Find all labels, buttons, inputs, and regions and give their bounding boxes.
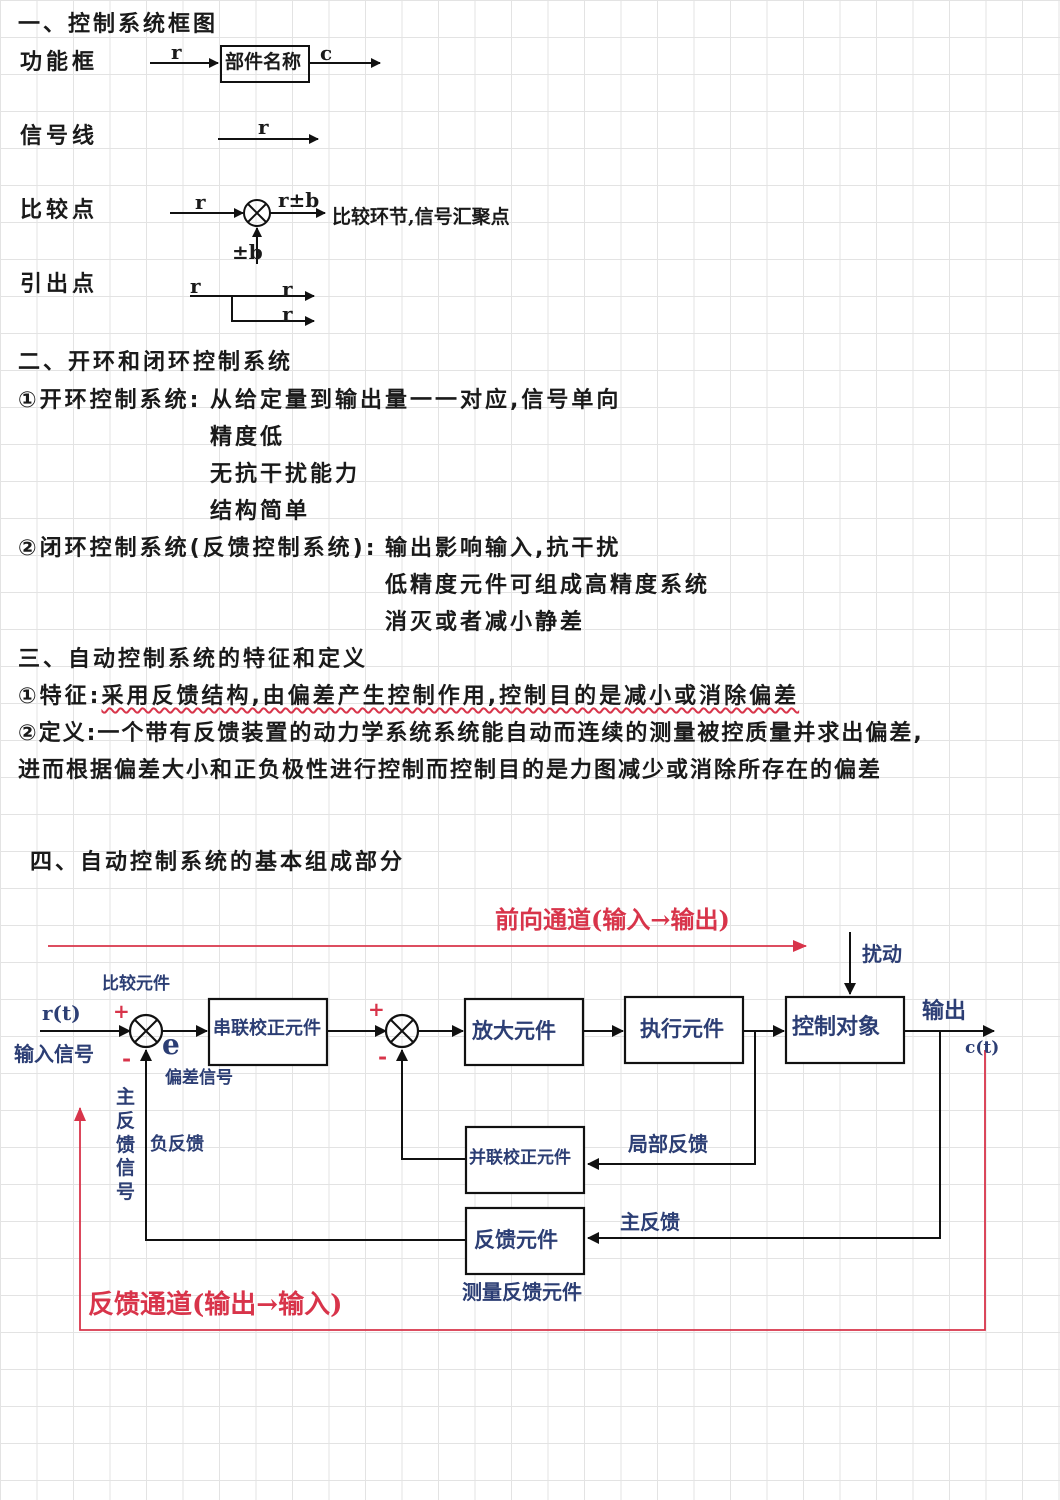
tp-branch-arrow xyxy=(231,296,315,326)
cp-output-symbol: r±b xyxy=(278,188,320,212)
section4-heading: 四、自动控制系统的基本组成部分 xyxy=(30,850,406,875)
closed-loop-point-1: 输出影响输入,抗干扰 xyxy=(385,536,622,561)
definition-line-1: ②定义:一个带有反馈装置的动力学系统系统能自动而连续的测量被控质量并求出偏差, xyxy=(18,721,924,746)
feedback-channel-arrow xyxy=(74,1050,986,1331)
fb-input-symbol: r xyxy=(171,40,182,64)
error-label: 偏差信号 xyxy=(165,1068,233,1088)
minus-sign-1: - xyxy=(122,1046,132,1072)
feedback-channel-label: 反馈通道(输出→输入) xyxy=(88,1290,343,1320)
takeoff-point-label: 引出点 xyxy=(20,272,99,297)
section2-heading: 二、开环和闭环控制系统 xyxy=(18,350,294,375)
amplifier-box xyxy=(463,997,585,1067)
local-feedback-return xyxy=(396,1049,466,1160)
main-feedback-return xyxy=(140,1049,466,1241)
definition-line-2: 进而根据偏差大小和正负极性进行控制而控制目的是力图减少或消除所存在的偏差 xyxy=(18,758,883,783)
open-loop-point-4: 结构简单 xyxy=(210,499,311,524)
input-signal: r(t) xyxy=(42,1001,81,1025)
negative-feedback-label: 负反馈 xyxy=(150,1134,204,1155)
disturbance-label: 扰动 xyxy=(862,942,902,966)
main-feedback-line xyxy=(587,1031,941,1244)
main-feedback-signal-label: 主反馈信号 xyxy=(116,1086,136,1203)
actuator-text: 执行元件 xyxy=(640,1016,724,1041)
output-label: 输出 xyxy=(922,998,967,1024)
fb-box-text: 部件名称 xyxy=(225,51,302,73)
forward-channel-label: 前向通道(输入→输出) xyxy=(495,905,730,934)
section1-symbols xyxy=(150,45,381,326)
tp-out1-symbol: r xyxy=(282,277,293,301)
closed-loop-point-2: 低精度元件可组成高精度系统 xyxy=(385,573,711,598)
local-feedback-line xyxy=(587,1031,756,1170)
open-loop-point-2: 精度低 xyxy=(210,425,286,450)
measuring-feedback-label: 测量反馈元件 xyxy=(462,1280,582,1304)
error-symbol: e xyxy=(162,1028,180,1061)
cp-feedback-symbol: ±b xyxy=(232,240,263,264)
tp-out2-symbol: r xyxy=(282,302,293,326)
open-loop-point-3: 无抗干扰能力 xyxy=(210,462,361,487)
feature-text: 采用反馈结构,由偏差产生控制作用,控制目的是减小或消除偏差 xyxy=(101,684,800,709)
parallel-correction-text: 并联校正元件 xyxy=(469,1148,571,1168)
signal-line-label: 信号线 xyxy=(20,124,99,149)
local-feedback-label: 局部反馈 xyxy=(628,1132,708,1156)
amplifier-text: 放大元件 xyxy=(472,1018,556,1043)
comparison-point-label: 比较点 xyxy=(20,198,99,223)
minus-sign-2: - xyxy=(378,1044,388,1070)
signal-line-symbol: r xyxy=(258,115,269,139)
input-signal-label: 输入信号 xyxy=(14,1042,94,1066)
open-loop-title: ①开环控制系统: xyxy=(18,388,202,413)
comparator-label: 比较元件 xyxy=(102,974,170,994)
open-loop-point-1: 从给定量到输出量一一对应,信号单向 xyxy=(210,388,622,413)
closed-loop-point-3: 消灭或者减小静差 xyxy=(385,610,586,635)
main-feedback-label: 主反馈 xyxy=(620,1210,680,1234)
series-correction-text: 串联校正元件 xyxy=(213,1018,321,1039)
output-signal: c(t) xyxy=(965,1038,1000,1058)
series-correction-box xyxy=(207,997,329,1067)
feature-line: ①特征:采用反馈结构,由偏差产生控制作用,控制目的是减小或消除偏差 xyxy=(18,686,799,708)
feedback-element-box xyxy=(464,1206,586,1276)
feature-prefix: ①特征: xyxy=(18,684,102,709)
plant-box xyxy=(784,995,906,1065)
plus-sign-1: + xyxy=(113,999,130,1023)
cp-input-symbol: r xyxy=(195,190,206,214)
fb-output-symbol: c xyxy=(320,41,333,65)
plant-text: 控制对象 xyxy=(792,1014,881,1040)
plus-sign-2: + xyxy=(368,997,385,1021)
section3-heading: 三、自动控制系统的特征和定义 xyxy=(18,647,369,672)
tp-input-symbol: r xyxy=(190,274,201,298)
section1-heading: 一、控制系统框图 xyxy=(18,12,219,37)
closed-loop-title: ②闭环控制系统(反馈控制系统): xyxy=(18,536,378,561)
cp-note: 比较环节,信号汇聚点 xyxy=(332,206,510,228)
feedback-element-text: 反馈元件 xyxy=(474,1227,558,1252)
function-block-label: 功能框 xyxy=(20,50,99,75)
actuator-box xyxy=(623,995,745,1065)
